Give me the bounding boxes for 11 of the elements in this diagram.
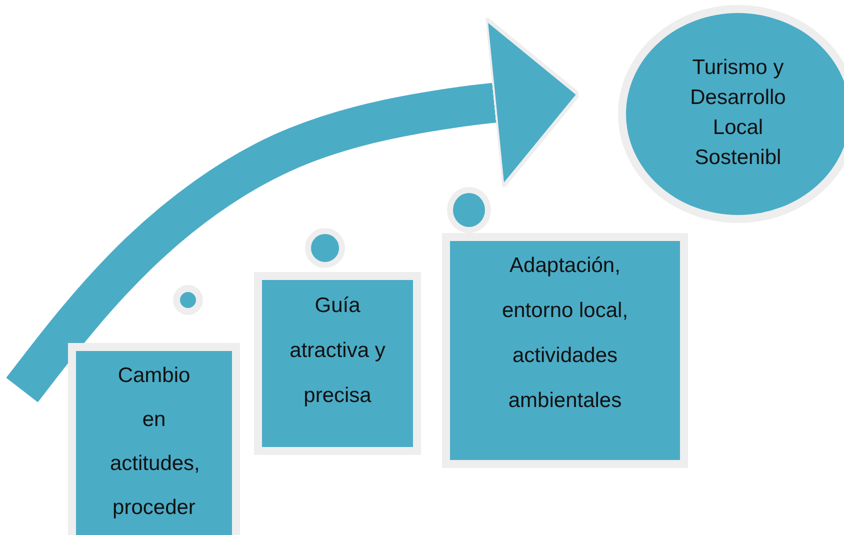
curved-arrow (6, 16, 581, 402)
step-label: Cambio en actitudes, proceder (110, 363, 198, 521)
step-dot (447, 187, 491, 233)
step-label: Guía atractiva y precisa (288, 293, 386, 409)
step-box (442, 233, 688, 468)
step-box (254, 272, 421, 455)
step-label: Adaptación, entorno local, actividades ambientales (500, 253, 630, 414)
step-dot (305, 228, 345, 268)
step-box (68, 343, 240, 535)
goal-label: Turismo y Desarrollo Local Sostenibl (689, 55, 787, 171)
step-dot (173, 285, 203, 315)
